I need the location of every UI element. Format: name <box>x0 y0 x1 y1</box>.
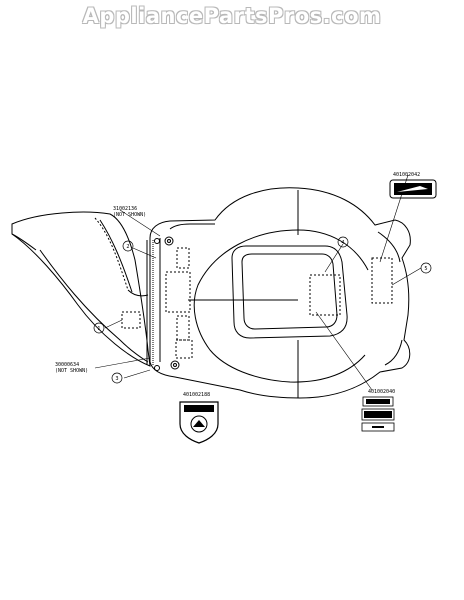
grass-chute <box>11 211 151 367</box>
part-number-top-right: 401002042 <box>393 172 420 178</box>
part-number-bottom-right: 401002040 <box>368 389 395 395</box>
callout-bubble-1: 1 <box>93 322 105 334</box>
decal-danger-shield: DANGER <box>179 401 219 444</box>
not-shown-note-bottom-left: (NOT SHOWN) <box>55 368 88 374</box>
part-number-bottom-left: 30000634 <box>55 362 79 368</box>
callout-bubble-3: 3 <box>111 372 123 384</box>
part-number-bottom-center: 401002188 <box>183 392 210 398</box>
svg-text:2: 2 <box>126 244 129 250</box>
svg-text:1: 1 <box>97 326 100 332</box>
danger-label: DANGER <box>187 407 211 413</box>
decal-stack-bottom-right <box>361 396 395 432</box>
callout-bubble-5: 5 <box>420 262 432 274</box>
deck-housing <box>121 187 411 399</box>
svg-text:4: 4 <box>341 240 344 246</box>
not-shown-note-top-left: (NOT SHOWN) <box>113 212 146 218</box>
part-number-top-left: 31002136 <box>113 206 137 212</box>
decal-brand-top-right <box>389 179 437 199</box>
callout-bubble-2: 2 <box>122 240 134 252</box>
callout-bubble-4: 4 <box>337 236 349 248</box>
svg-text:3: 3 <box>115 376 118 382</box>
svg-text:5: 5 <box>424 266 427 272</box>
watermark: AppliancePartsPros.com <box>82 4 382 28</box>
